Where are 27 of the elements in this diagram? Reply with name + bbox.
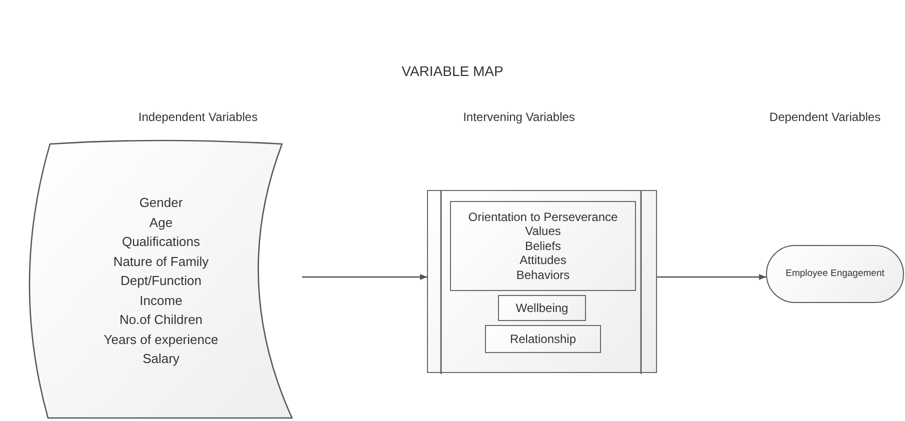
column-heading: Independent Variables	[137, 110, 259, 124]
variable-text: Income	[140, 292, 182, 310]
variable-text: Relationship	[510, 332, 576, 346]
diagram-title: VARIABLE MAP	[400, 64, 504, 78]
arrow	[657, 274, 766, 280]
variable-text: Salary	[142, 350, 180, 368]
arrow	[302, 274, 427, 280]
variable-text: Beliefs	[524, 238, 562, 254]
variable-box	[498, 295, 586, 321]
variable-text: No.of Children	[119, 311, 203, 330]
process-box	[427, 190, 657, 373]
variable-text: Dept/Function	[120, 272, 202, 290]
column-heading: Intervening Variables	[462, 110, 576, 124]
variable-text: Gender	[139, 194, 183, 212]
variable-box	[485, 325, 601, 353]
variable-text: Employee Engagement	[786, 266, 884, 281]
variable-text: Orientation to Perseverance	[468, 210, 618, 224]
variable-text: Wellbeing	[516, 300, 568, 316]
column-heading: Dependent Variables	[768, 110, 882, 124]
variable-text: Qualifications	[122, 233, 200, 252]
variable-box	[450, 201, 636, 291]
variable-text: Attitudes	[520, 253, 566, 268]
variable-text: Age	[149, 214, 173, 232]
variable-text: Years of experience	[104, 330, 218, 349]
variable-text: Nature of Family	[113, 252, 209, 271]
variable-text: Behaviors	[516, 268, 570, 282]
variable-text: Values	[525, 224, 561, 239]
